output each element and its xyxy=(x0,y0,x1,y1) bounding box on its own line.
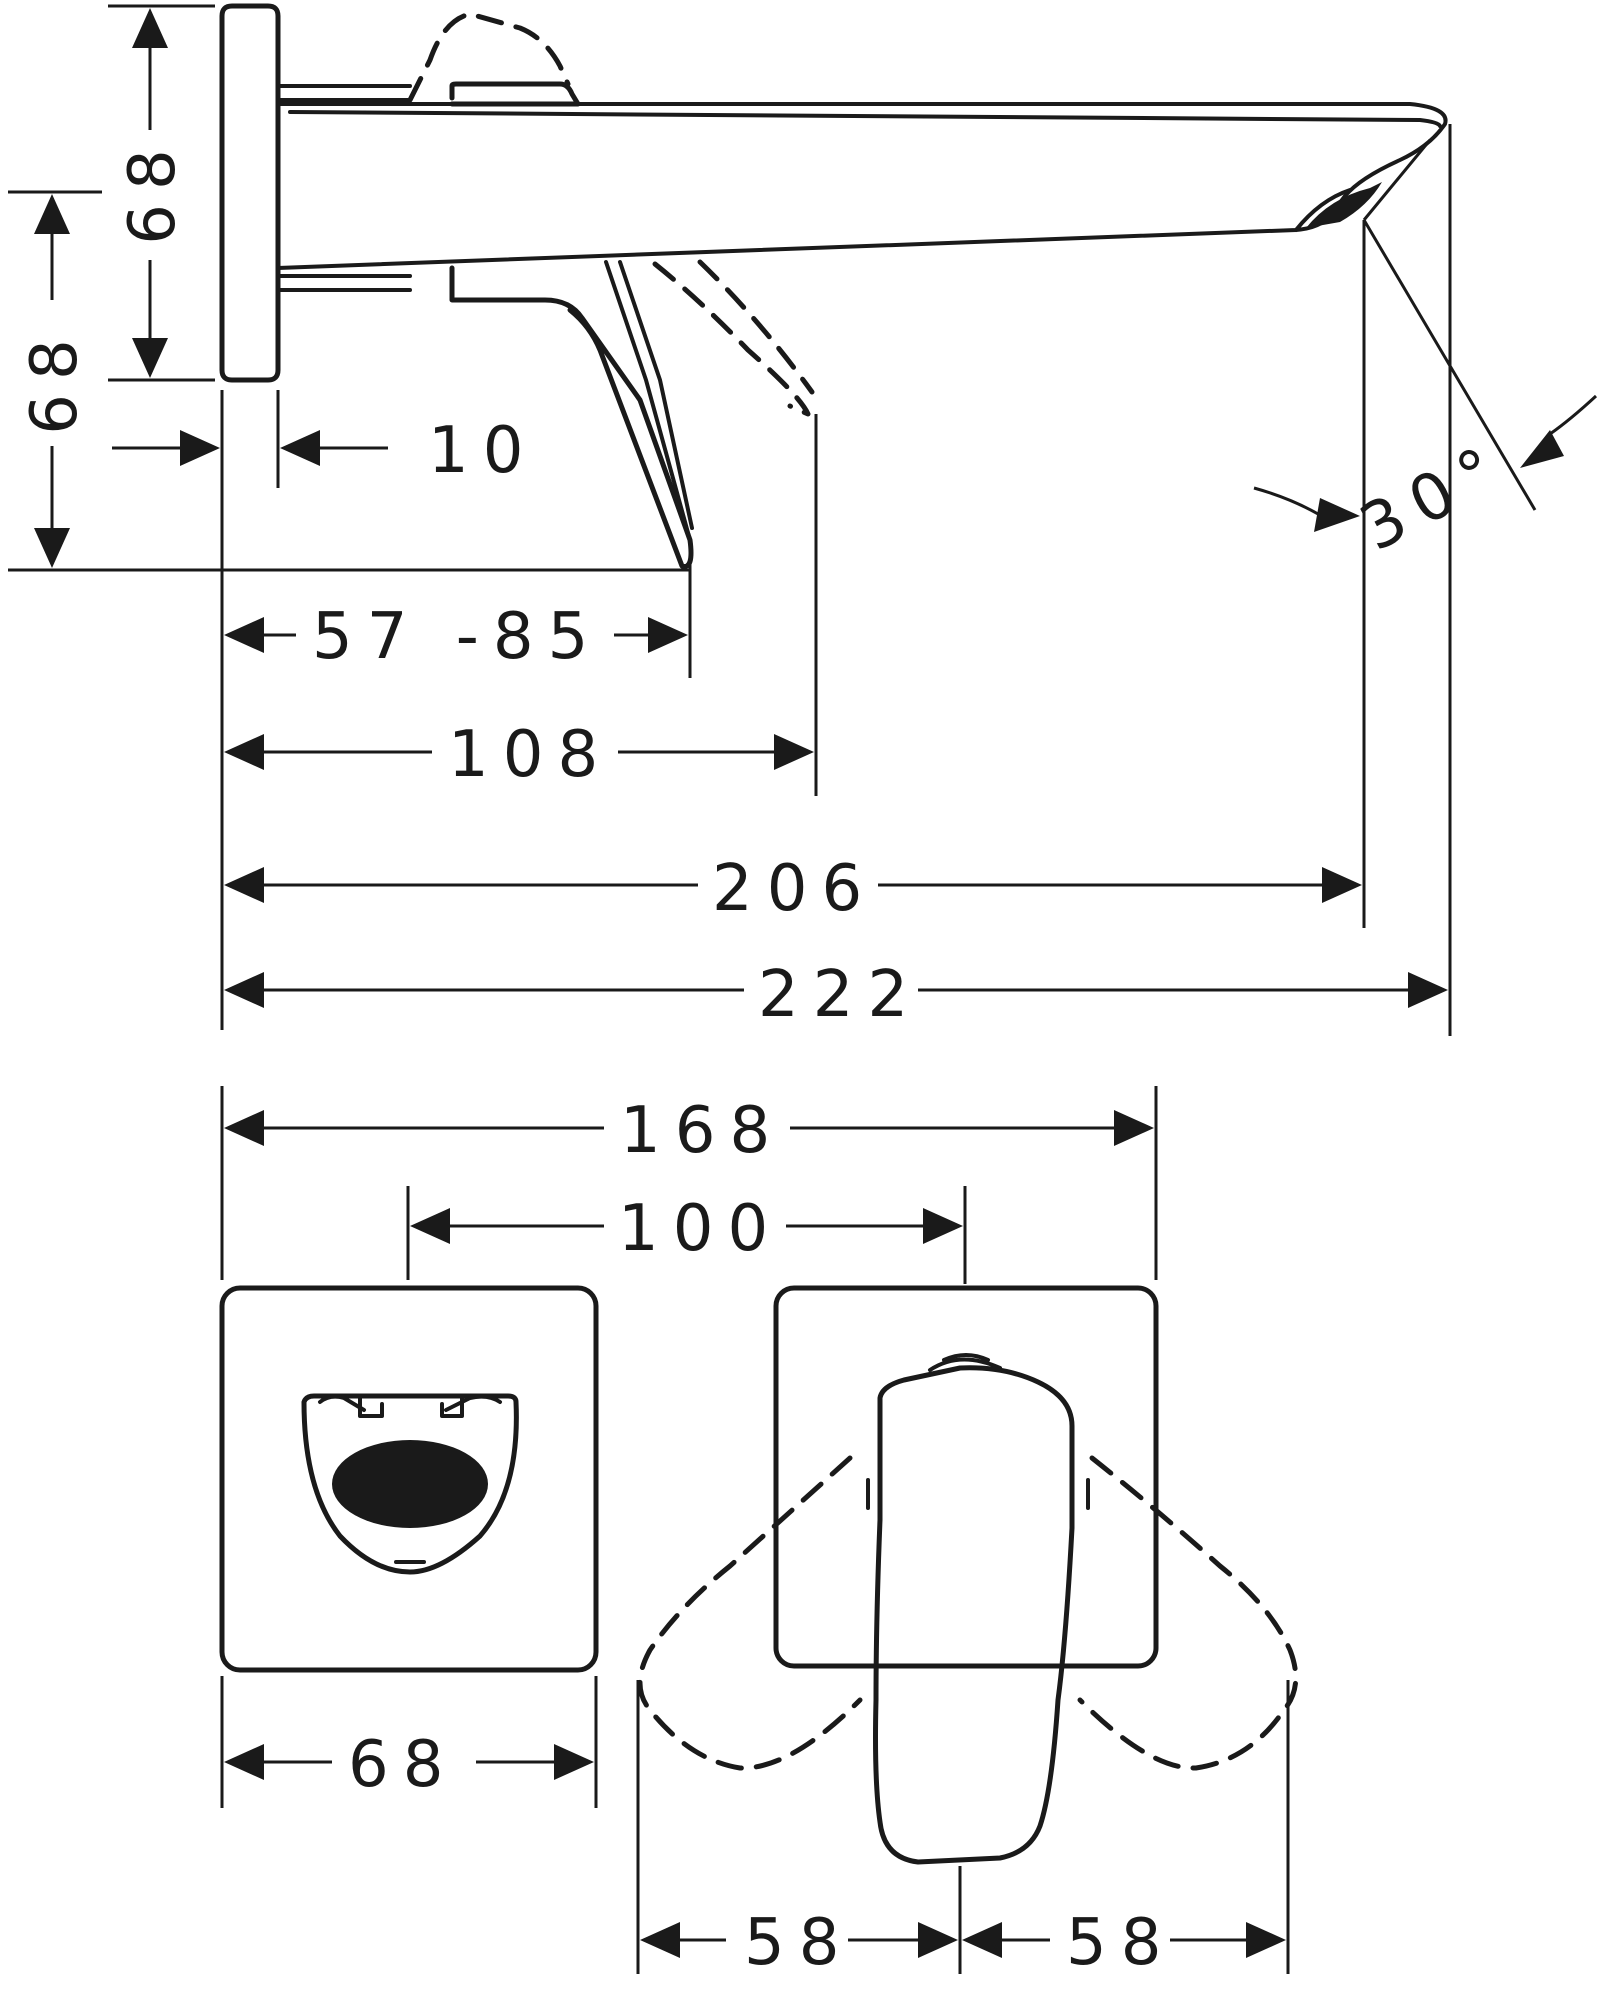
dim-lever-tip-reach: 108 xyxy=(448,718,612,792)
spout-outlet xyxy=(1306,182,1382,228)
spout-body xyxy=(276,102,1448,270)
spout-front-profile xyxy=(301,1393,519,1575)
lever-swing-right xyxy=(1077,1455,1299,1771)
lever-dashed-up xyxy=(407,11,571,103)
wall-rosette xyxy=(219,3,281,383)
mixer-lever xyxy=(873,1365,1075,1865)
lever-swing-left xyxy=(637,1455,863,1771)
dim-lever-reach: 57 -85 xyxy=(312,600,602,674)
dim-wall-body-height: 68 xyxy=(18,325,92,434)
dim-lever-swing-right: 58 xyxy=(1066,1906,1175,1980)
lever-solid xyxy=(449,81,581,107)
side-dimensions: 68 68 10 57 -85 108 206 xyxy=(18,8,1598,1032)
dim-total-projection: 222 xyxy=(758,958,922,1032)
front-dimensions: 168 100 68 58 58 xyxy=(224,1094,1286,1980)
dim-lever-swing-left: 58 xyxy=(744,1906,853,1980)
dim-rosette-height-top: 68 xyxy=(116,135,190,244)
dim-rosette-thickness: 10 xyxy=(428,414,537,488)
spout-outlet-front xyxy=(332,1440,488,1528)
lever-dashed-down xyxy=(652,261,811,417)
dim-spout-angle: 30° xyxy=(1349,428,1521,566)
front-view xyxy=(219,1086,1299,1974)
mixer-rosette xyxy=(773,1285,1159,1669)
dim-rosette-width: 68 xyxy=(348,1728,457,1802)
side-view xyxy=(8,3,1537,1036)
spout-rosette xyxy=(219,1285,599,1673)
dim-rosette-center-distance: 100 xyxy=(618,1192,782,1266)
dim-rosette-spacing-total: 168 xyxy=(620,1094,784,1168)
dim-spout-outlet-reach: 206 xyxy=(712,852,876,926)
